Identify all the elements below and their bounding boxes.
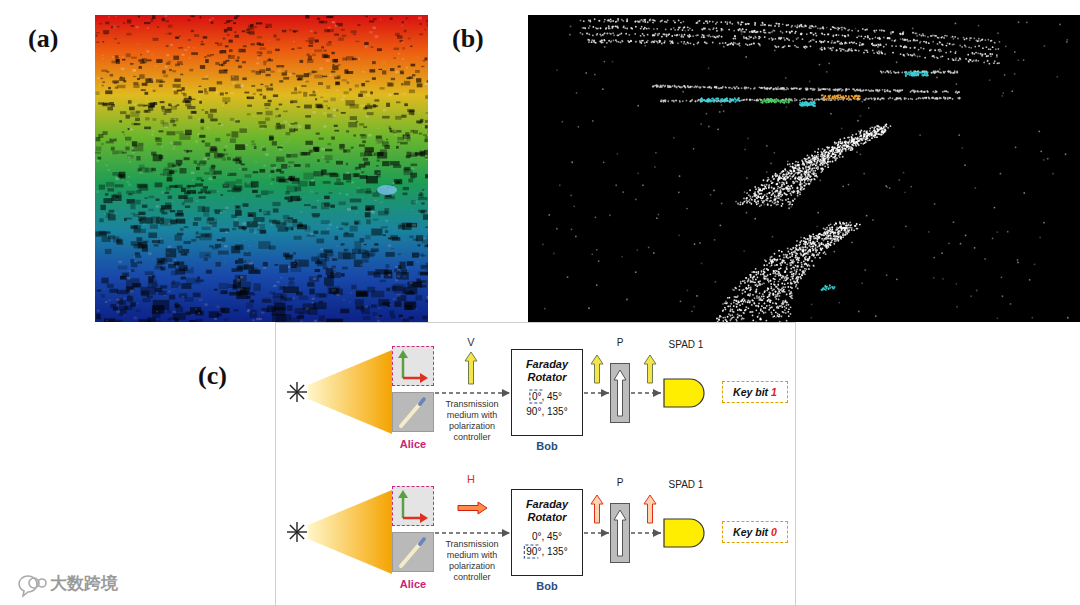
figure: AliceFaraday Rotator0°, 45°90°, 135°PSPA… (0, 0, 1080, 605)
